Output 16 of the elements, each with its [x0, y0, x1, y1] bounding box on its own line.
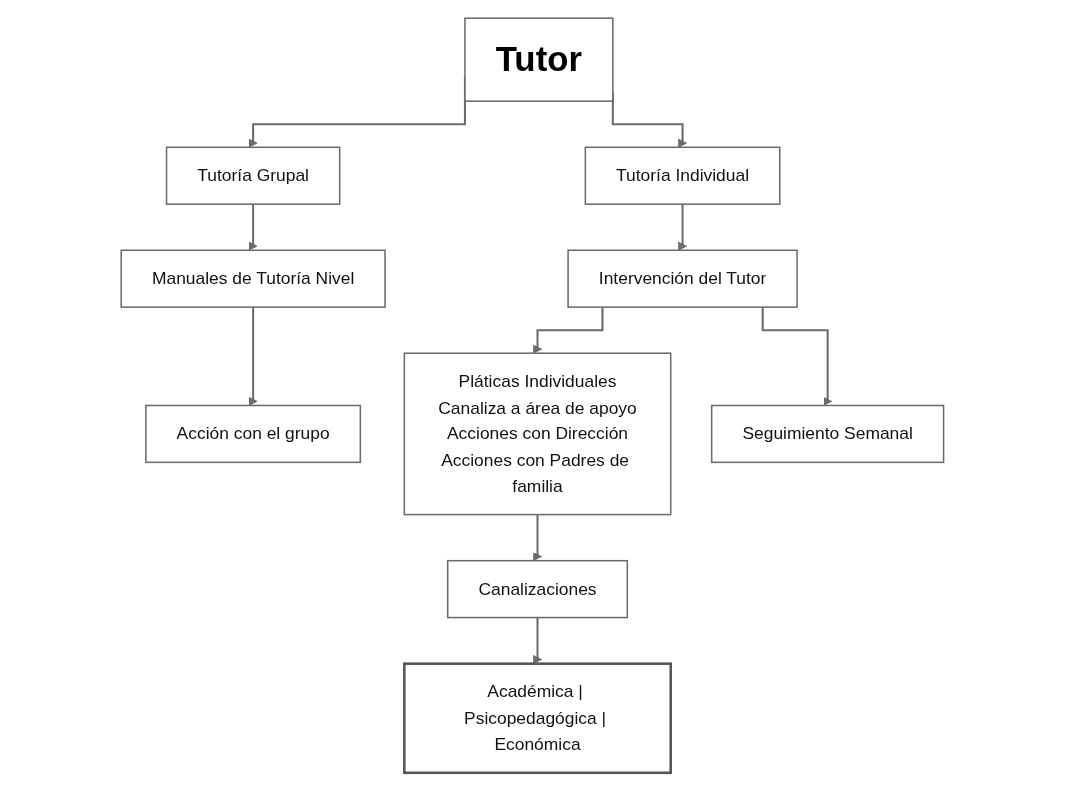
arrow [761, 307, 833, 406]
arrow [248, 204, 258, 251]
node-box: Manuales de Tutoría Nivel [120, 249, 386, 308]
node-box: Tutoría Grupal [165, 146, 341, 205]
node-box: Tutoría Individual [584, 146, 781, 205]
node-box: Intervención del Tutor [567, 249, 798, 308]
node-box: Acción con el grupo [145, 404, 362, 464]
node-box: Canalizaciones [447, 559, 629, 619]
node-box: Académica | Psicopedagógica | Económica [403, 662, 673, 775]
arrow [248, 307, 258, 406]
node-box: Tutor [464, 17, 614, 102]
arrow [678, 204, 688, 251]
node-box: Seguimiento Semanal [711, 404, 945, 464]
node-box: Pláticas Individuales Canaliza a área de apoyo Acciones con Dirección Acciones con Padres de familia [403, 352, 672, 516]
arrow [533, 514, 543, 562]
arrow [533, 307, 604, 354]
